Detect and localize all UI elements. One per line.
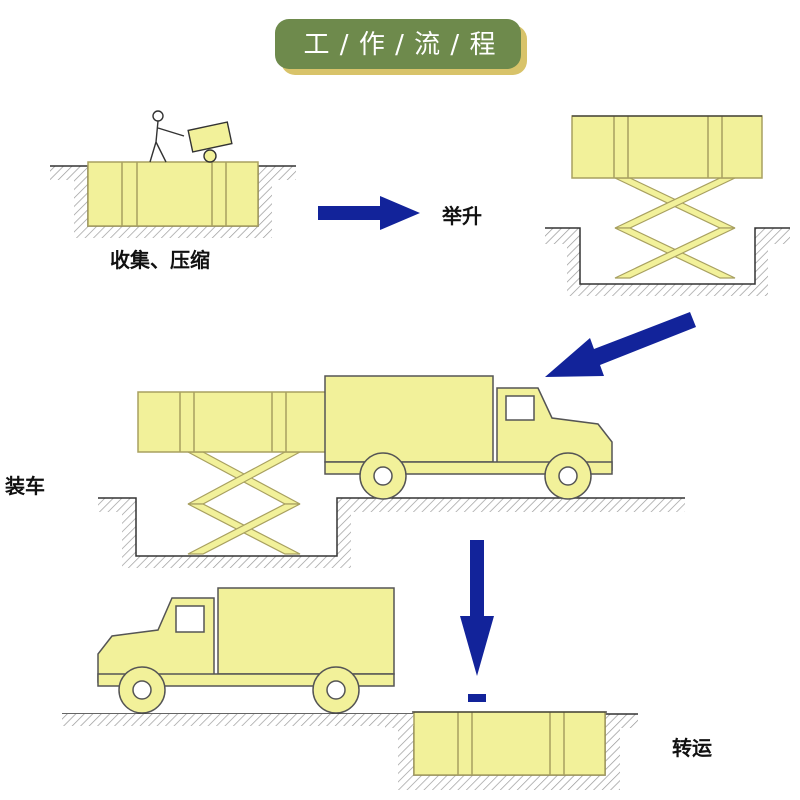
pit-hatch xyxy=(50,166,296,238)
box-truck-icon xyxy=(97,587,395,714)
page-title: 工 / 作 / 流 / 程 xyxy=(276,20,524,72)
title-separator: / xyxy=(395,30,405,60)
title-banner xyxy=(275,19,527,75)
arrow-icon xyxy=(460,540,494,702)
scene-lift xyxy=(545,115,790,296)
ground-line xyxy=(545,227,790,285)
step-label-transfer: 转运 xyxy=(672,736,712,760)
title-step: 流 xyxy=(414,30,442,60)
box-truck-icon xyxy=(324,375,613,500)
title-banner-label: 工 / 作 / 流 / 程 xyxy=(276,20,524,72)
banner-fill xyxy=(275,19,521,69)
title-step: 作 xyxy=(358,30,386,60)
scissor-lift xyxy=(614,177,736,279)
pit-hatch xyxy=(98,498,685,568)
arrow-icon xyxy=(545,312,696,377)
title-separator: / xyxy=(339,30,350,60)
title-separator: / xyxy=(450,30,461,60)
title-step: 程 xyxy=(469,30,497,60)
step-label-collect: 收集、压缩 xyxy=(110,248,210,272)
worker-pushing-cart-icon xyxy=(149,110,233,163)
container xyxy=(412,711,607,776)
pit-hatch xyxy=(545,228,790,296)
container xyxy=(137,391,329,453)
road-hatch xyxy=(62,714,414,726)
step-label-load: 装车 xyxy=(5,474,45,498)
title-step: 工 xyxy=(303,30,331,60)
ground-line xyxy=(98,497,685,557)
scene-load xyxy=(98,375,685,568)
scissor-lift xyxy=(187,451,301,555)
scene-collect xyxy=(50,110,296,238)
container xyxy=(571,115,763,179)
arrow-icon xyxy=(318,196,420,230)
scene-transfer xyxy=(62,587,638,790)
step-label-lift: 举升 xyxy=(442,204,482,228)
container xyxy=(87,161,259,227)
